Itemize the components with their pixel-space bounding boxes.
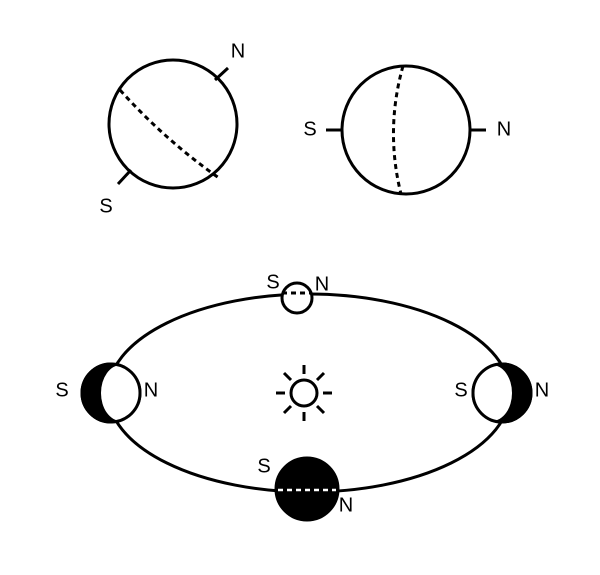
upright-globe: S N: [303, 64, 511, 196]
orbit-globe-left-lit: [101, 365, 141, 421]
orbit-globe-right-south-label: S: [454, 379, 467, 401]
orbit-globe-bottom: S N: [257, 455, 353, 522]
orbit-globe-right-outline: [471, 362, 533, 424]
tilted-globe-north-axis: [213, 66, 230, 82]
upright-globe-north-label: N: [497, 118, 511, 140]
orbit-globe-bottom-north-label: N: [339, 494, 353, 516]
orbit-globe-top: S N: [266, 271, 329, 315]
orbit-globe-bottom-south-label: S: [257, 455, 270, 477]
tilted-globe-equator: [118, 88, 220, 180]
upright-globe-equator: [392, 65, 405, 195]
orbit-globe-top-north-label: N: [315, 273, 329, 295]
upright-globe-outline: [340, 64, 472, 196]
sun-icon: [276, 365, 332, 421]
orbit-globe-right-north-label: N: [535, 379, 549, 401]
orbit-globe-right: S N: [454, 362, 549, 424]
orbit-globe-left-outline: [80, 362, 142, 424]
tilted-globe-north-label: N: [231, 40, 245, 62]
tilted-globe-outline: [107, 58, 239, 190]
orbit-globe-top-south-label: S: [266, 271, 279, 293]
orbit-globe-left-south-label: S: [55, 379, 68, 401]
orbit-globe-left: S N: [55, 362, 158, 424]
tilted-globe: N S: [99, 40, 245, 217]
orbit-globe-left-north-label: N: [144, 379, 158, 401]
tilted-globe-south-axis: [116, 168, 133, 186]
orbit-globe-right-lit: [472, 365, 512, 421]
orbit-globe-top-outline: [280, 281, 314, 315]
tilted-globe-south-label: S: [99, 195, 112, 217]
upright-globe-south-label: S: [303, 118, 316, 140]
